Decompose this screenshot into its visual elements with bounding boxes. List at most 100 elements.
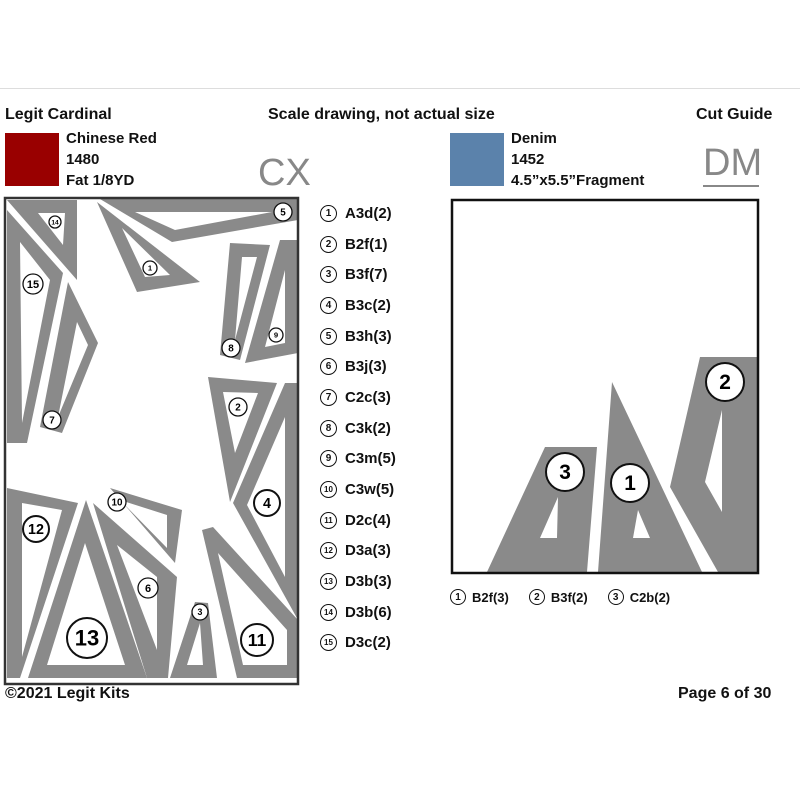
fabric-code: CX	[258, 152, 311, 194]
piece-label: 7	[49, 415, 55, 426]
fabric-number: 1480	[66, 151, 100, 168]
piece-list-item: 8 C3k(2)	[320, 413, 396, 444]
piece-code: B2f(1)	[345, 235, 388, 253]
piece-number-badge: 14	[320, 603, 337, 621]
piece-code: C2c(3)	[345, 388, 391, 406]
piece-label: 2	[719, 371, 731, 394]
piece-list-item: 15 D3c(2)	[320, 628, 396, 659]
piece-label-circle	[66, 617, 108, 659]
piece-label: 3	[198, 607, 203, 617]
piece-label-circle	[228, 397, 248, 417]
piece-6	[93, 503, 177, 678]
fabric-frame-right	[450, 198, 760, 575]
piece-label-circle	[137, 577, 159, 599]
piece-3	[170, 602, 217, 678]
piece-code: D3a(3)	[345, 542, 391, 560]
piece-number-badge: 3	[320, 266, 337, 284]
piece-label: 2	[235, 402, 241, 413]
piece-2	[208, 377, 277, 502]
piece-label: 12	[28, 522, 44, 538]
piece-number-badge: 11	[320, 511, 337, 529]
piece-number-badge: 9	[320, 450, 337, 468]
piece-number-badge: 3	[607, 589, 624, 605]
fabric-number: 1452	[511, 151, 545, 168]
piece-label-circle	[610, 463, 650, 503]
piece-code: B3h(3)	[345, 327, 392, 345]
piece-label: 5	[280, 207, 286, 218]
piece-code: B2f(3)	[472, 589, 509, 605]
piece-label-circle	[22, 515, 50, 543]
piece-12	[7, 488, 78, 678]
guide-label: Cut Guide	[696, 106, 773, 123]
code-underline	[703, 185, 759, 187]
piece-label: 14	[51, 219, 59, 226]
piece-code: D3b(3)	[345, 573, 392, 591]
fabric-name: Denim	[511, 130, 557, 147]
piece-label: 11	[248, 630, 267, 650]
piece-1	[97, 202, 200, 292]
piece-number-badge: 2	[320, 235, 337, 253]
piece-8	[220, 243, 270, 360]
piece-code: B3j(3)	[345, 358, 387, 376]
piece-code: D3b(6)	[345, 603, 392, 621]
piece-list-item: 7 C2c(3)	[320, 382, 396, 413]
piece-list-item: 5 B3h(3)	[320, 321, 396, 352]
piece-label: 6	[145, 583, 151, 595]
pattern-title: Legit Cardinal	[5, 106, 112, 123]
top-divider	[0, 88, 800, 89]
piece-code: C3w(5)	[345, 481, 395, 499]
piece-number-badge: 10	[320, 481, 337, 499]
piece-list-item: 6 B3j(3)	[320, 351, 396, 382]
piece-code: B3f(2)	[550, 589, 588, 605]
piece-11	[202, 527, 298, 678]
piece-label: 8	[228, 343, 234, 354]
piece-number-badge: 5	[320, 327, 337, 345]
piece-9	[245, 240, 298, 363]
piece-label: 9	[274, 331, 278, 340]
piece-label-circle	[705, 362, 745, 402]
piece-list-item: 3 B3f(7)	[320, 259, 396, 290]
piece-code: B3c(2)	[345, 296, 391, 314]
piece-number-badge: 7	[320, 388, 337, 406]
piece-number-badge: 4	[320, 296, 337, 314]
piece-15	[7, 210, 63, 443]
piece-label: 1	[624, 472, 636, 495]
piece-number-badge: 1	[320, 204, 337, 222]
fabric-code: DM	[703, 142, 763, 184]
piece-code: B3f(7)	[345, 266, 388, 284]
piece-number-badge: 6	[320, 358, 337, 376]
piece-10	[110, 488, 182, 563]
copyright: ©2021 Legit Kits	[5, 685, 130, 702]
piece-label-circle	[253, 489, 281, 517]
piece-14	[7, 200, 77, 280]
piece-5	[100, 199, 298, 242]
piece-code: C3m(5)	[345, 450, 396, 468]
piece-code: C3k(2)	[345, 419, 391, 437]
piece-label-circle	[22, 273, 44, 295]
piece-label: 3	[559, 461, 571, 484]
piece-list-item: 1 B2f(3)	[450, 589, 509, 605]
piece-number-badge: 8	[320, 419, 337, 437]
piece-label: 13	[75, 626, 99, 651]
fabric-frame-left	[3, 196, 300, 686]
piece-r1	[598, 382, 702, 572]
piece-list-item: 13 D3b(3)	[320, 566, 396, 597]
piece-number-badge: 15	[320, 634, 337, 652]
fabric-name: Chinese Red	[66, 130, 157, 147]
piece-label-circle	[107, 492, 127, 512]
fabric-swatch-red	[5, 133, 59, 186]
fabric-size: 4.5”x5.5”Fragment	[511, 172, 645, 189]
piece-label: 1	[148, 264, 153, 273]
piece-number-badge: 13	[320, 573, 337, 591]
piece-label-circle	[191, 603, 209, 621]
piece-number-badge: 1	[450, 589, 466, 605]
piece-code: D3c(2)	[345, 634, 391, 652]
